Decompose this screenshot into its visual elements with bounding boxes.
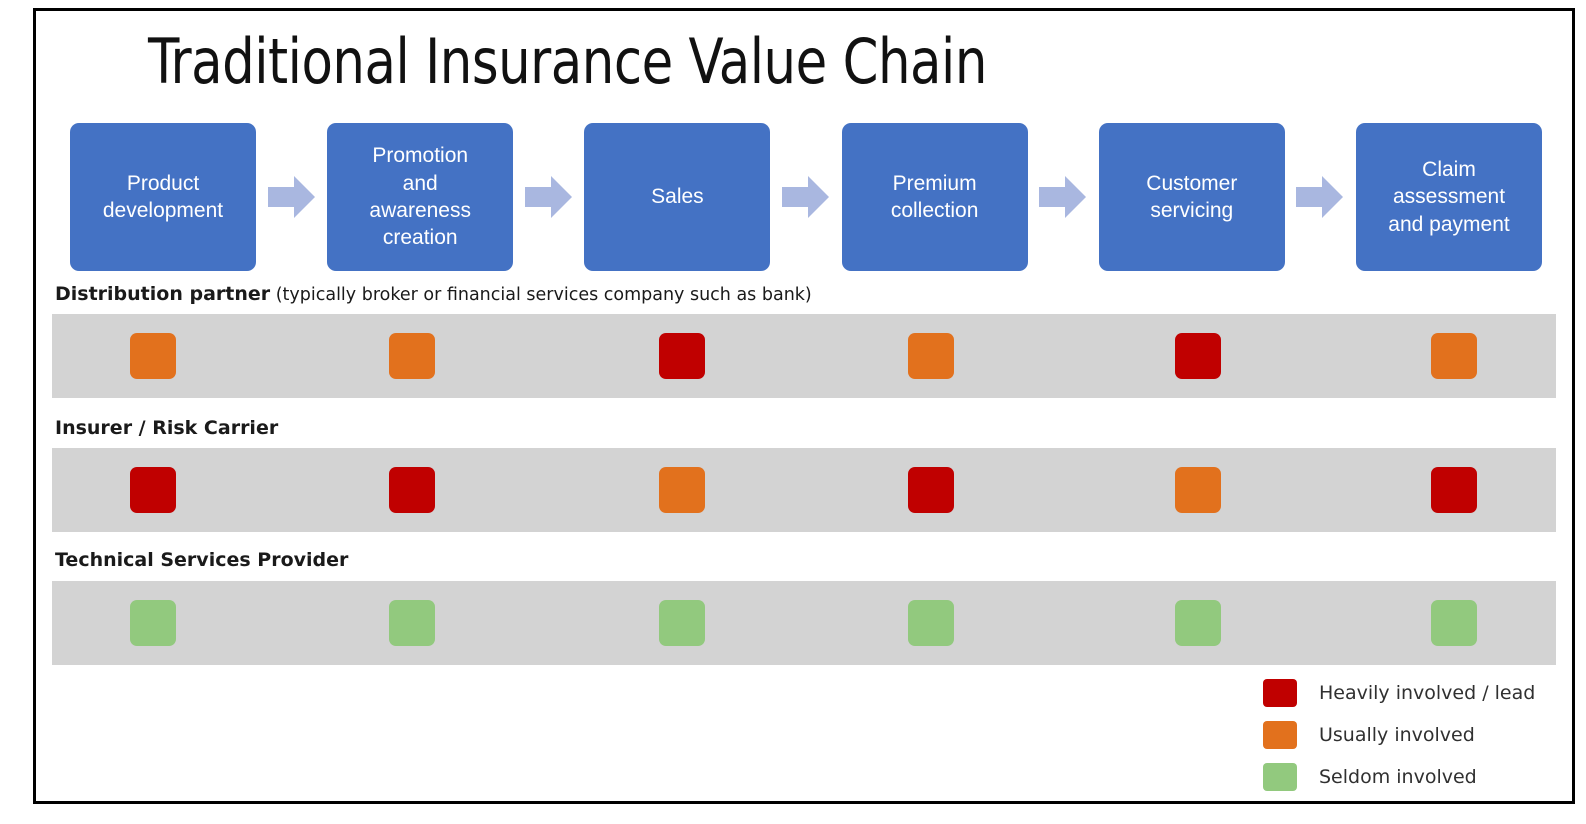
- matrix-band: [52, 314, 1556, 398]
- involvement-cell[interactable]: [130, 467, 176, 513]
- arrow-right-icon: [1285, 174, 1356, 220]
- stage-label: Sales: [651, 185, 704, 209]
- arrow-right-icon: [1028, 174, 1099, 220]
- legend-label: Usually involved: [1319, 724, 1475, 746]
- diagram-frame: Traditional Insurance Value Chain Produc…: [33, 8, 1575, 804]
- row-label-name: Distribution partner: [55, 283, 271, 305]
- stage-box-3[interactable]: Sales: [584, 123, 771, 271]
- legend-swatch: [1263, 763, 1297, 791]
- row-label-name: Technical Services Provider: [55, 549, 349, 571]
- involvement-cell[interactable]: [389, 600, 435, 646]
- matrix-band: [52, 581, 1556, 665]
- involvement-cell[interactable]: [389, 333, 435, 379]
- legend-swatch: [1263, 721, 1297, 749]
- legend-item: Seldom involved: [1263, 756, 1553, 798]
- involvement-cell[interactable]: [908, 333, 954, 379]
- involvement-cell[interactable]: [908, 467, 954, 513]
- matrix-band: [52, 448, 1556, 532]
- page-title: Traditional Insurance Value Chain: [148, 25, 987, 98]
- involvement-cell[interactable]: [659, 333, 705, 379]
- legend-label: Seldom involved: [1319, 766, 1477, 788]
- row-label-name: Insurer / Risk Carrier: [55, 417, 279, 439]
- involvement-cell[interactable]: [1431, 467, 1477, 513]
- involvement-cell[interactable]: [1175, 467, 1221, 513]
- legend-item: Heavily involved / lead: [1263, 672, 1553, 714]
- involvement-cell[interactable]: [130, 333, 176, 379]
- legend-swatch: [1263, 679, 1297, 707]
- involvement-cell[interactable]: [1431, 333, 1477, 379]
- involvement-cell[interactable]: [1175, 600, 1221, 646]
- legend-label: Heavily involved / lead: [1319, 682, 1536, 704]
- involvement-cell[interactable]: [130, 600, 176, 646]
- row-label-note: (typically broker or financial services …: [270, 285, 812, 305]
- arrow-right-icon: [513, 174, 584, 220]
- row-label: Distribution partner (typically broker o…: [55, 283, 812, 305]
- involvement-cell[interactable]: [659, 467, 705, 513]
- arrow-right-icon: [256, 174, 327, 220]
- involvement-cell[interactable]: [1431, 600, 1477, 646]
- involvement-cell[interactable]: [659, 600, 705, 646]
- involvement-cell[interactable]: [908, 600, 954, 646]
- legend-item: Usually involved: [1263, 714, 1553, 756]
- arrow-right-icon: [770, 174, 841, 220]
- row-label: Technical Services Provider: [55, 549, 348, 571]
- row-label: Insurer / Risk Carrier: [55, 417, 278, 439]
- involvement-cell[interactable]: [389, 467, 435, 513]
- involvement-cell[interactable]: [1175, 333, 1221, 379]
